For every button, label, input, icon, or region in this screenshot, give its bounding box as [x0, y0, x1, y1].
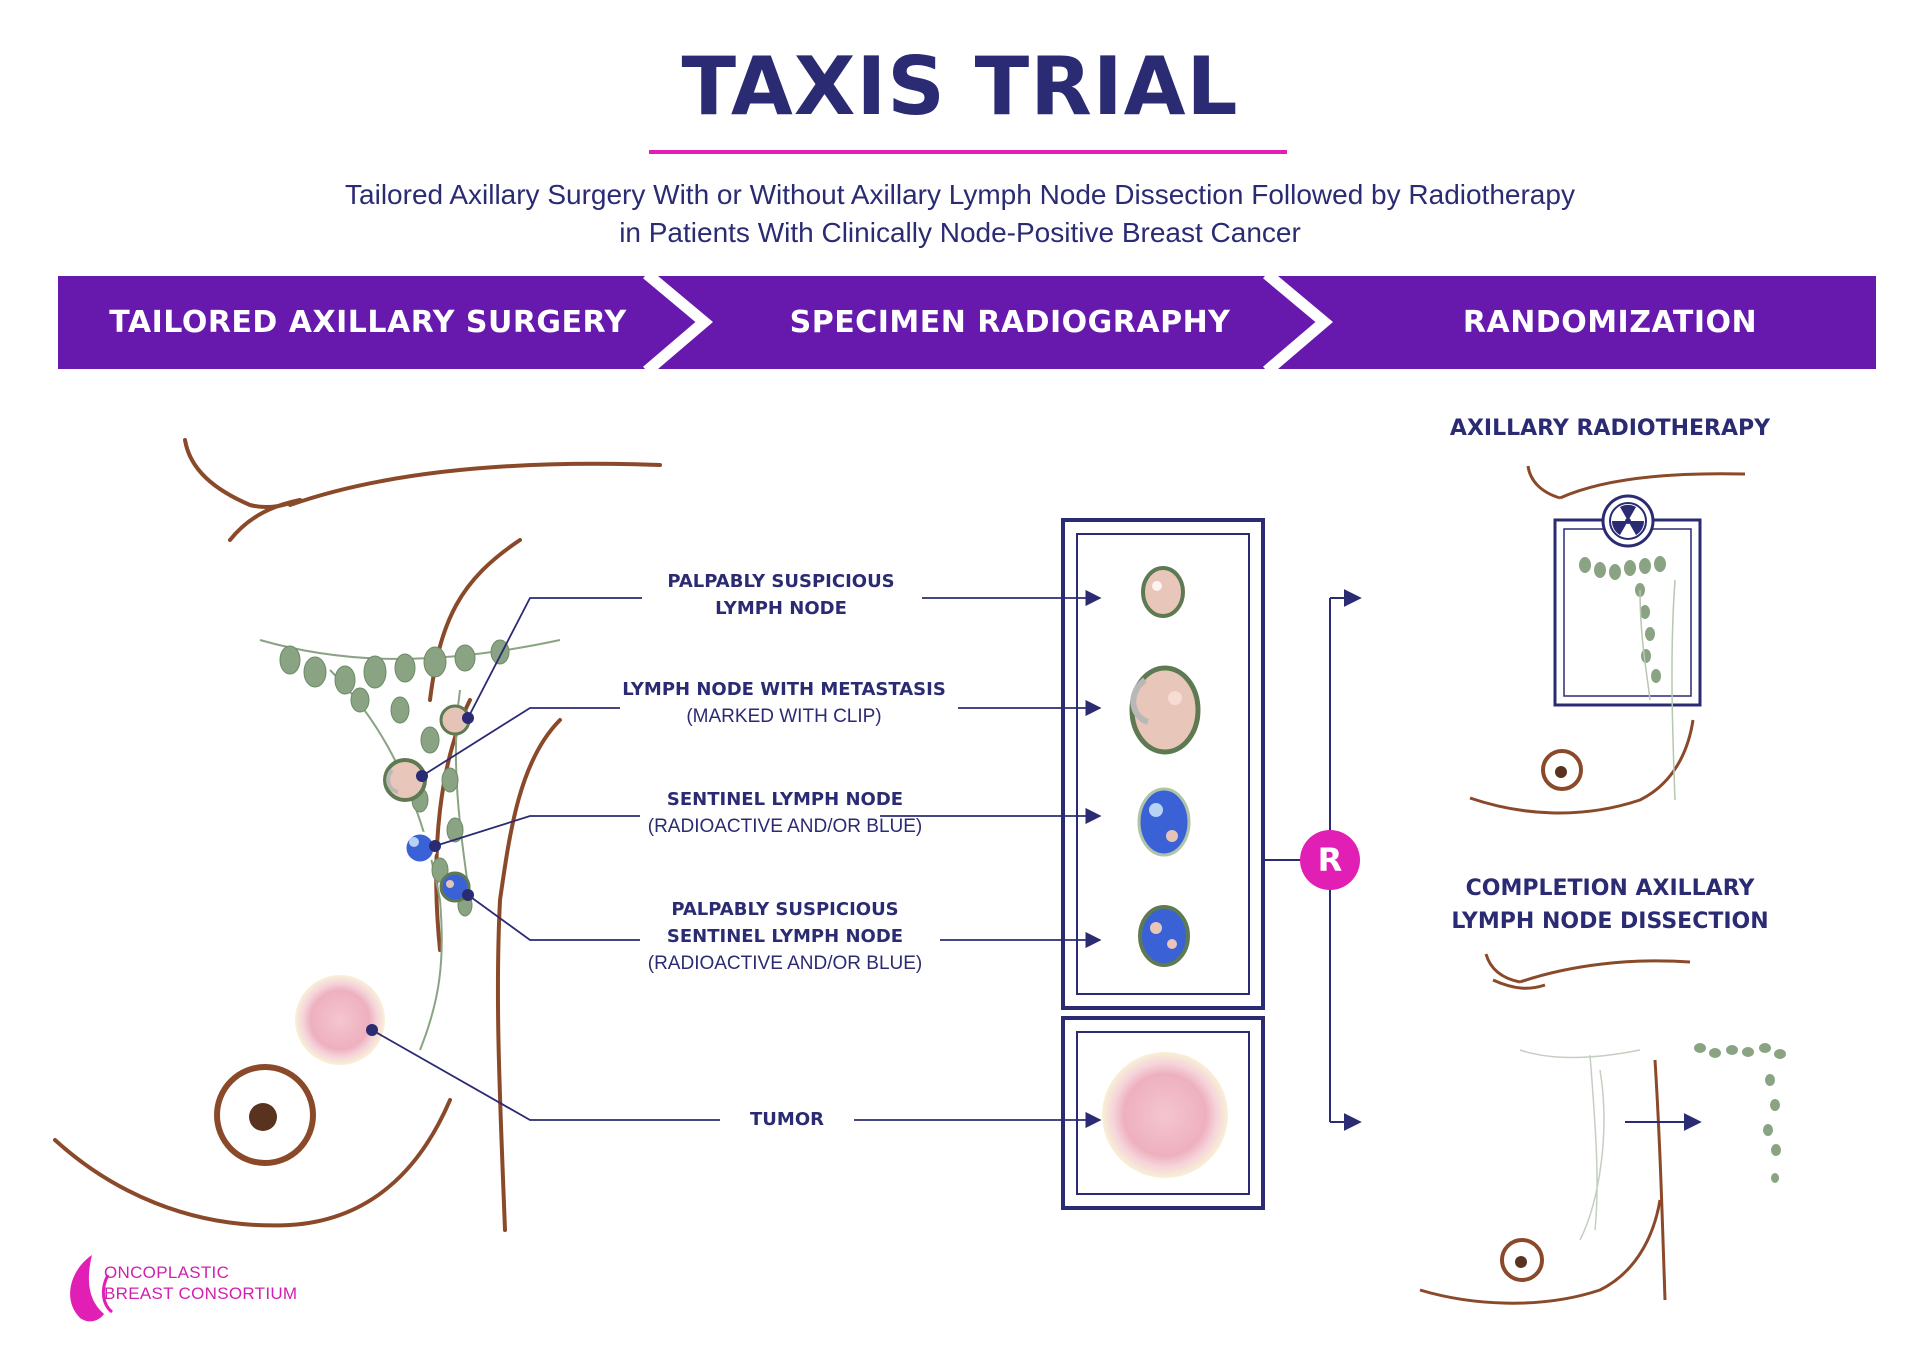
- step-tailored-surgery: TAILORED AXILLARY SURGERY: [58, 276, 678, 369]
- alnd-illustration: [1419, 953, 1786, 1305]
- subtitle-line-1: Tailored Axillary Surgery With or Withou…: [345, 179, 1575, 210]
- left-arm-contour: [428, 538, 522, 702]
- label-1-line-2: LYMPH NODE: [715, 598, 847, 619]
- arm-b-line-1: COMPLETION AXILLARY: [1465, 876, 1755, 901]
- label-palpably-suspicious-node: PALPABLY SUSPICIOUS LYMPH NODE: [640, 568, 922, 622]
- radiotherapy-illustration: [1469, 465, 1746, 815]
- label-2-note: (MARKED WITH CLIP): [686, 706, 882, 727]
- left-clavicle-line: [183, 438, 302, 510]
- label-4-line-1: PALPABLY SUSPICIOUS: [671, 899, 899, 920]
- logo-line-2: BREAST CONSORTIUM: [104, 1284, 298, 1303]
- leader-lines: [371, 597, 720, 1121]
- randomization-symbol: R: [1317, 841, 1343, 879]
- step-specimen-radiography: SPECIMEN RADIOGRAPHY: [700, 276, 1320, 369]
- arm-completion-alnd-title: COMPLETION AXILLARY LYMPH NODE DISSECTIO…: [1420, 872, 1800, 938]
- subtitle-line-2: in Patients With Clinically Node-Positiv…: [619, 217, 1301, 248]
- removed-lymph-nodes: [1694, 1043, 1786, 1183]
- left-sentinel-node: [403, 831, 437, 865]
- label-3-note: (RADIOACTIVE AND/OR BLUE): [647, 816, 923, 837]
- arm-axillary-radiotherapy-title: AXILLARY RADIOTHERAPY: [1420, 412, 1800, 445]
- radiation-symbol-icon: [1601, 494, 1655, 548]
- specimen-tumor: [1102, 1052, 1228, 1178]
- label-1-line-1: PALPABLY SUSPICIOUS: [667, 571, 895, 592]
- randomization-circle: [1300, 830, 1360, 890]
- label-5-line-1: TUMOR: [750, 1109, 824, 1130]
- left-breast-contour: [53, 1098, 452, 1228]
- label-metastasis-node: LYMPH NODE WITH METASTASIS (MARKED WITH …: [610, 676, 958, 730]
- specimen-box-nodes: [1061, 518, 1265, 1010]
- label-4-line-2: SENTINEL LYMPH NODE: [666, 926, 904, 947]
- step-3-label: RANDOMIZATION: [1462, 305, 1758, 340]
- specimen-node-sentinel: [1137, 787, 1191, 857]
- page-title: TAXIS TRIAL: [681, 40, 1239, 133]
- logo-line-1: ONCOPLASTIC: [104, 1263, 230, 1282]
- step-randomization: RANDOMIZATION: [1330, 276, 1890, 369]
- label-2-line-1: LYMPH NODE WITH METASTASIS: [622, 679, 946, 700]
- left-tumor: [295, 975, 385, 1065]
- title-underline: [649, 150, 1287, 154]
- arm-b-line-2: LYMPH NODE DISSECTION: [1451, 909, 1769, 934]
- label-tumor: TUMOR: [720, 1106, 854, 1133]
- left-torso-contour: [495, 718, 562, 1232]
- step-3-chevron: [1278, 276, 1876, 369]
- arm-a-line-1: AXILLARY RADIOTHERAPY: [1449, 416, 1771, 441]
- specimen-node-suspicious: [1141, 566, 1185, 618]
- page-subtitle: Tailored Axillary Surgery With or Withou…: [160, 176, 1760, 252]
- step-2-label: SPECIMEN RADIOGRAPHY: [789, 305, 1231, 340]
- label-sentinel-node: SENTINEL LYMPH NODE (RADIOACTIVE AND/OR …: [620, 786, 950, 840]
- label-4-note: (RADIOACTIVE AND/OR BLUE): [647, 953, 923, 974]
- consortium-logo-icon: [70, 1255, 114, 1322]
- step-2-chevron: [658, 276, 1320, 369]
- left-nipple-illustration: [214, 1064, 316, 1166]
- specimen-node-metastasis: [1129, 665, 1201, 755]
- step-1-label: TAILORED AXILLARY SURGERY: [109, 305, 627, 340]
- left-anatomy-illustration: [53, 438, 662, 1232]
- specimen-node-suspicious-sentinel: [1138, 905, 1190, 967]
- consortium-logo: ONCOPLASTIC BREAST CONSORTIUM: [104, 1262, 297, 1304]
- left-suspicious-sentinel-node: [439, 871, 471, 903]
- label-suspicious-sentinel-node: PALPABLY SUSPICIOUS SENTINEL LYMPH NODE …: [620, 896, 950, 977]
- left-metastasis-node: [383, 758, 427, 802]
- step-1-chevron: [58, 276, 700, 369]
- left-lymph-network: [259, 639, 561, 1051]
- leader-dots: [366, 712, 474, 1036]
- specimen-box-tumor: [1061, 1016, 1265, 1210]
- label-3-line-1: SENTINEL LYMPH NODE: [666, 789, 904, 810]
